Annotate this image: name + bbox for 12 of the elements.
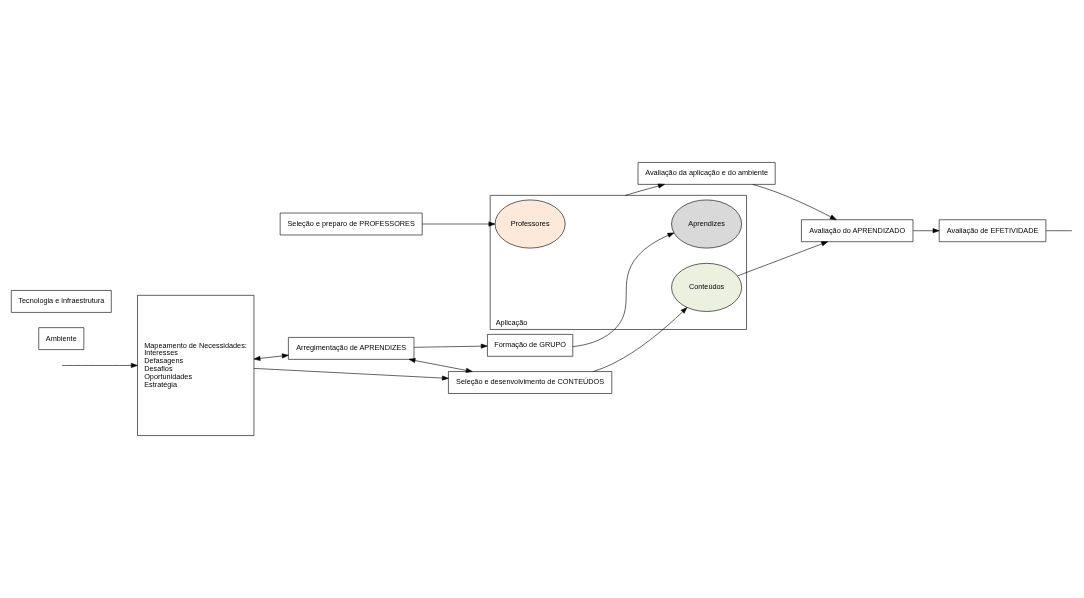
arrow [253, 353, 289, 361]
arrow [408, 358, 473, 373]
arrow [752, 184, 837, 220]
arrow [625, 183, 665, 196]
arrow [912, 228, 940, 234]
arrow [737, 241, 828, 277]
arrow [413, 343, 488, 349]
arrow [572, 232, 675, 347]
arrow [421, 221, 496, 227]
arrow [253, 368, 449, 381]
arrow [592, 307, 688, 372]
arrow [61, 363, 138, 368]
